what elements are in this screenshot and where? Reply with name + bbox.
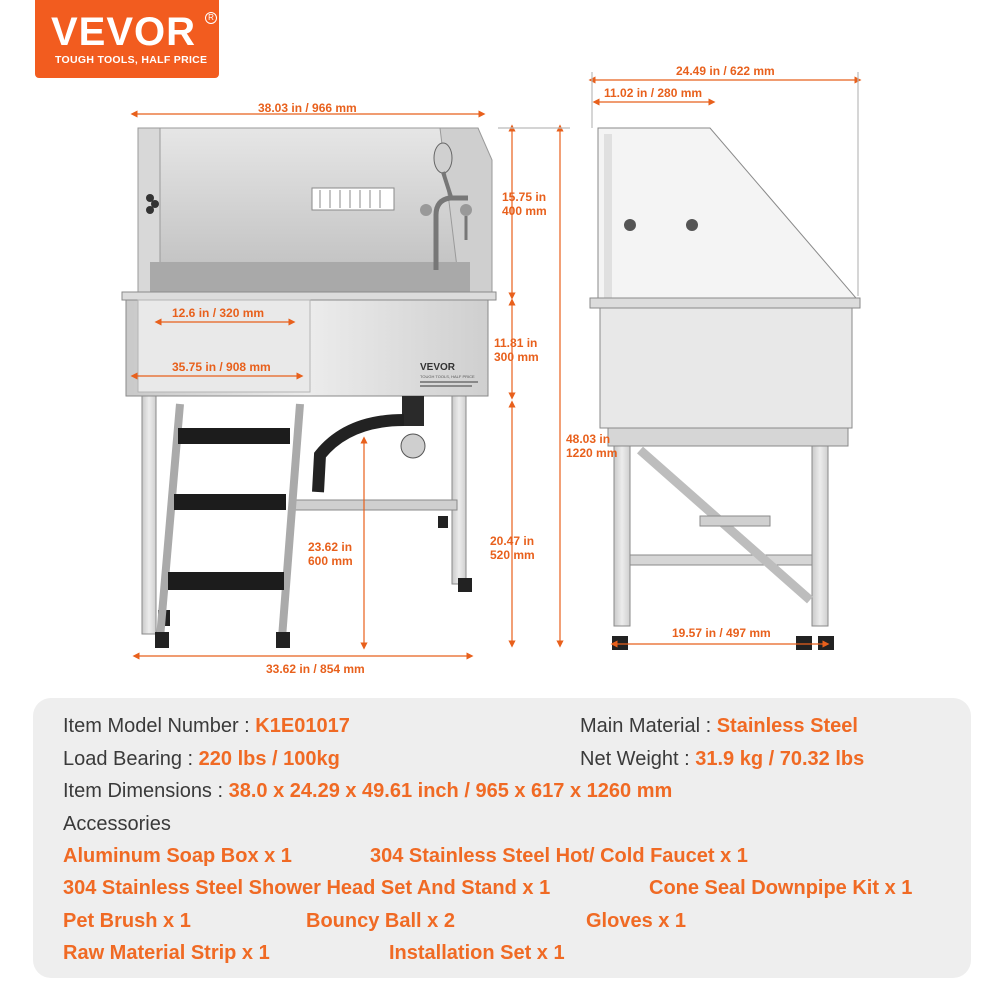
- tub-plate-brand: VEVOR: [420, 362, 456, 373]
- dim-step-height: 23.62 in 600 mm: [308, 540, 353, 568]
- dim-tub-width: 35.75 in / 908 mm: [172, 360, 271, 374]
- spec-model: Item Model Number : K1E01017: [63, 714, 350, 738]
- spec-dimensions-value: 38.0 x 24.29 x 49.61 inch / 965 x 617 x …: [228, 780, 673, 802]
- registered-icon: R: [205, 12, 217, 24]
- dim-side-top: 11.02 in / 280 mm: [604, 86, 703, 100]
- dim-front-width: 38.03 in / 966 mm: [258, 101, 357, 115]
- spec-weight-label: Net Weight :: [580, 748, 696, 770]
- accessory-item: Cone Seal Downpipe Kit x 1: [649, 877, 913, 899]
- brand-name: VEVOR: [51, 10, 197, 54]
- dim-inner-width: 12.6 in / 320 mm: [172, 306, 265, 320]
- dimension-lines: [130, 72, 862, 660]
- dim-side-depth: 24.49 in / 622 mm: [676, 64, 775, 78]
- spec-material-value: Stainless Steel: [716, 715, 858, 737]
- dim-leg-height: 20.47 in 520 mm: [490, 534, 535, 562]
- dim-splash-height: 15.75 in 400 mm: [502, 190, 547, 218]
- accessory-item: 304 Stainless Steel Hot/ Cold Faucet x 1: [370, 845, 748, 867]
- spec-dimensions: Item Dimensions : 38.0 x 24.29 x 49.61 i…: [63, 779, 672, 803]
- tub-plate-tagline: TOUGH TOOLS, HALF PRICE: [420, 374, 475, 379]
- dim-base-width: 33.62 in / 854 mm: [266, 662, 365, 676]
- accessory-item: Raw Material Strip x 1: [63, 942, 270, 964]
- front-view: VEVOR TOUGH TOOLS, HALF PRICE: [121, 127, 497, 648]
- product-illustration: VEVOR TOUGH TOOLS, HALF PRICE: [121, 72, 862, 660]
- spec-load-value: 220 lbs / 100kg: [198, 748, 340, 770]
- spec-weight-value: 31.9 kg / 70.32 lbs: [695, 748, 865, 770]
- spec-dimensions-label: Item Dimensions :: [63, 780, 229, 802]
- brand-logo: VEVOR R TOUGH TOOLS, HALF PRICE: [35, 0, 219, 78]
- accessory-item: Aluminum Soap Box x 1: [63, 845, 292, 867]
- spec-model-value: K1E01017: [255, 715, 350, 737]
- spec-material-label: Main Material :: [580, 715, 717, 737]
- accessory-item: Bouncy Ball x 2: [306, 910, 455, 932]
- accessory-item: 304 Stainless Steel Shower Head Set And …: [63, 877, 551, 899]
- accessory-item: Installation Set x 1: [389, 942, 565, 964]
- dim-side-base: 19.57 in / 497 mm: [672, 626, 771, 640]
- spec-material: Main Material : Stainless Steel: [580, 714, 858, 738]
- dim-total-height: 48.03 in 1220 mm: [566, 432, 618, 460]
- dim-tub-height: 11.81 in 300 mm: [494, 336, 539, 364]
- brand-tagline: TOUGH TOOLS, HALF PRICE: [55, 54, 208, 66]
- accessories-label: Accessories: [63, 813, 171, 835]
- accessories-heading: Accessories: [63, 812, 171, 836]
- spec-load: Load Bearing : 220 lbs / 100kg: [63, 747, 340, 771]
- spec-weight: Net Weight : 31.9 kg / 70.32 lbs: [580, 747, 864, 771]
- accessory-item: Pet Brush x 1: [63, 910, 191, 932]
- spec-model-label: Item Model Number :: [63, 715, 256, 737]
- side-view: [589, 127, 861, 650]
- spec-load-label: Load Bearing :: [63, 748, 199, 770]
- accessory-item: Gloves x 1: [586, 910, 687, 932]
- spec-panel: Item Model Number : K1E01017 Main Materi…: [33, 698, 971, 978]
